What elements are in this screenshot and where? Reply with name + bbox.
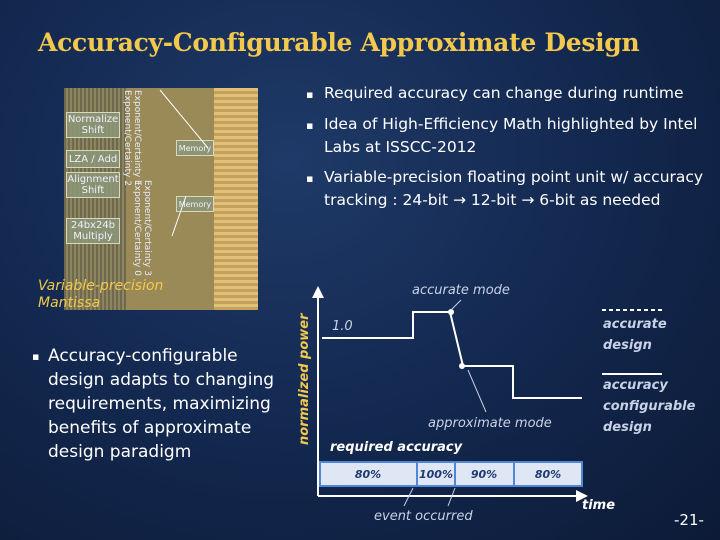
accuracy-segment-label: 90%: [471, 468, 497, 481]
leader-line: [171, 195, 187, 237]
die-caption: Variable-precision Mantissa: [38, 278, 163, 312]
accuracy-segment-label: 80%: [535, 468, 561, 481]
event-occurred-label: event occurred: [374, 509, 473, 524]
bullet-square-icon: ▪: [32, 350, 40, 363]
accurate-mode-label: accurate mode: [412, 283, 510, 298]
required-accuracy-label: required accuracy: [330, 440, 463, 455]
approximate-mode-point: [459, 363, 465, 369]
die-memory-bottom: Memory: [176, 196, 214, 212]
x-axis-label: time: [582, 498, 615, 513]
event-pointer: [403, 487, 414, 507]
legend-configurable-label-line3: design: [603, 420, 652, 435]
accuracy-segment-label: 100%: [419, 468, 453, 481]
slide-title: Accuracy-Configurable Approximate Design: [38, 28, 640, 57]
die-block-alignment: Alignment Shift: [66, 172, 120, 198]
approximate-mode-label: approximate mode: [428, 416, 552, 431]
die-caption-line1: Variable-precision: [38, 278, 164, 294]
die-gold-region: [214, 88, 258, 310]
bullet-item: ▪ Idea of High-Efficiency Math highlight…: [306, 113, 706, 159]
bullet-square-icon: ▪: [306, 119, 314, 132]
bullet-item: ▪ Variable-precision floating point unit…: [306, 166, 706, 212]
bullet-item: ▪ Required accuracy can change during ru…: [306, 82, 706, 106]
leader-line: [159, 89, 209, 149]
accurate-mode-point: [448, 309, 454, 315]
accuracy-segment-label: 80%: [355, 468, 381, 481]
bullet-text: Required accuracy can change during runt…: [324, 84, 684, 102]
accuracy-bar: [319, 461, 583, 487]
legend-configurable-label-line1: accuracy: [603, 378, 668, 393]
y-axis-arrow-icon: [312, 286, 324, 298]
bullet-square-icon: ▪: [306, 172, 314, 185]
die-block-normalize: Normalize Shift: [66, 112, 120, 138]
power-curve: [322, 311, 582, 399]
die-block-multiply: 24bx24b Multiply: [66, 218, 120, 244]
legend-accurate-label-line2: design: [603, 338, 652, 353]
event-pointer: [447, 487, 456, 507]
bullet-square-icon: ▪: [306, 88, 314, 101]
bullet-text: Variable-precision floating point unit w…: [324, 168, 704, 209]
page-number: -21-: [674, 511, 704, 529]
legend-configurable-label-line2: configurable: [603, 399, 696, 414]
bullet-text: Idea of High-Efficiency Math highlighted…: [324, 115, 698, 156]
bullet-left: ▪ Accuracy-configurable design adapts to…: [32, 344, 292, 464]
die-block-lza: LZA / Add: [66, 150, 120, 168]
x-axis-arrow-icon: [576, 490, 588, 502]
bullet-list-right: ▪ Required accuracy can change during ru…: [306, 82, 706, 219]
die-photo: Normalize Shift LZA / Add Alignment Shif…: [64, 88, 258, 310]
die-caption-line2: Mantissa: [38, 295, 101, 311]
y-axis-label: normalized power: [297, 312, 312, 445]
accurate-mode-pointer: [450, 299, 462, 311]
legend-accurate-label-line1: accurate: [603, 317, 667, 332]
y-tick-label: 1.0: [332, 319, 353, 334]
bullet-left-text: Accuracy-configurable design adapts to c…: [48, 346, 275, 462]
approximate-mode-pointer: [467, 369, 487, 413]
